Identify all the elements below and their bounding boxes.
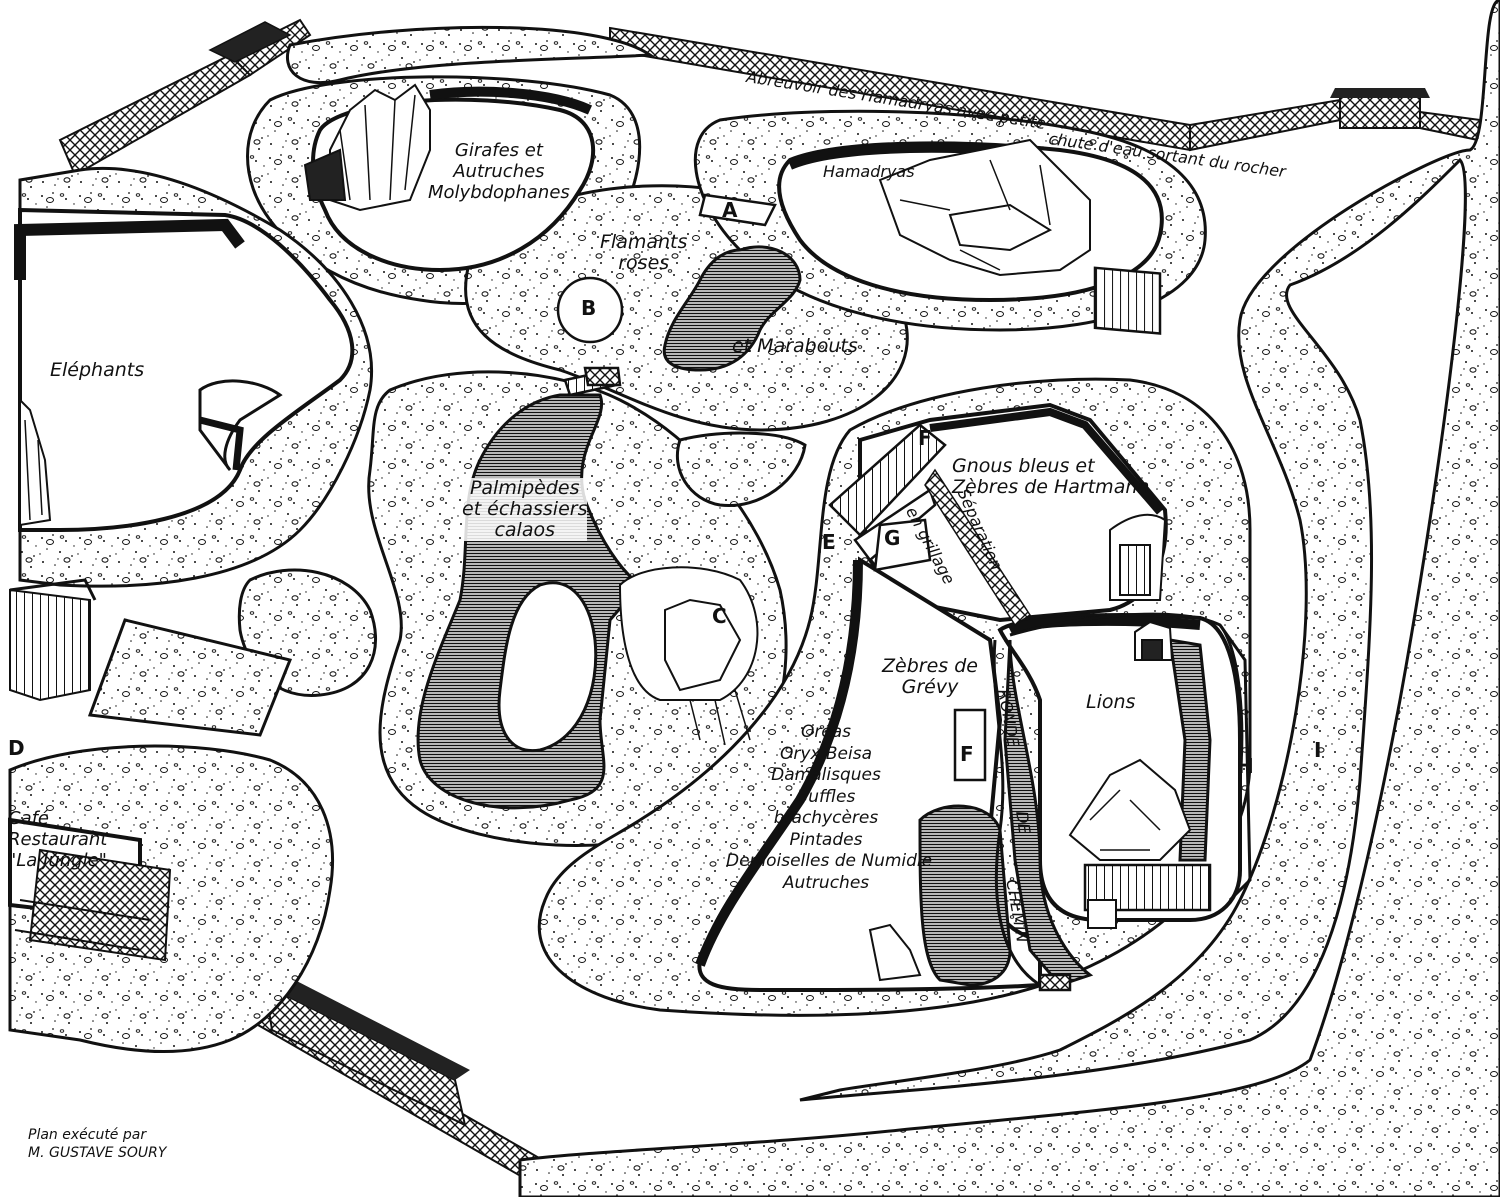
marker-e: E [822, 530, 836, 554]
label-flamants: Flamants roses [600, 231, 688, 274]
label-zebres-grevy: Zèbres de Grévy [882, 655, 978, 698]
label-girafes: Girafes et Autruches Molybdophanes [428, 140, 570, 203]
path-outlines [992, 612, 1252, 987]
label-marabouts: et Marabouts [732, 335, 858, 357]
rockwork [9, 83, 1212, 982]
label-palmipedes: Palmipèdes et échassiers calaos [462, 477, 588, 541]
label-hamadryas: Hamadryas [823, 162, 915, 181]
marker-c: C [712, 604, 727, 628]
marker-a: A [722, 198, 738, 222]
label-gnous: Gnous bleus et Zèbres de Hartmann [952, 455, 1150, 498]
label-elephants: Eléphants [50, 359, 145, 381]
label-cafe: Café Restaurant "La Jungle" [8, 808, 108, 871]
label-de: DE [1012, 809, 1035, 835]
marker-b: B [581, 296, 597, 320]
marker-d: D [8, 736, 25, 760]
label-lions: Lions [1086, 691, 1136, 713]
label-credit: Plan exécuté par M. GUSTAVE SOURY [28, 1127, 167, 1161]
marker-f-top: F [918, 426, 932, 450]
marker-g: G [884, 526, 901, 550]
marker-f-bottom: F [960, 742, 974, 766]
small-structures [556, 193, 1072, 992]
marker-i: I [1314, 738, 1322, 762]
marker-h: H [1237, 754, 1254, 778]
label-herbivores: Oréas Oryx Beisa Damalisques Buffles bra… [726, 722, 933, 893]
